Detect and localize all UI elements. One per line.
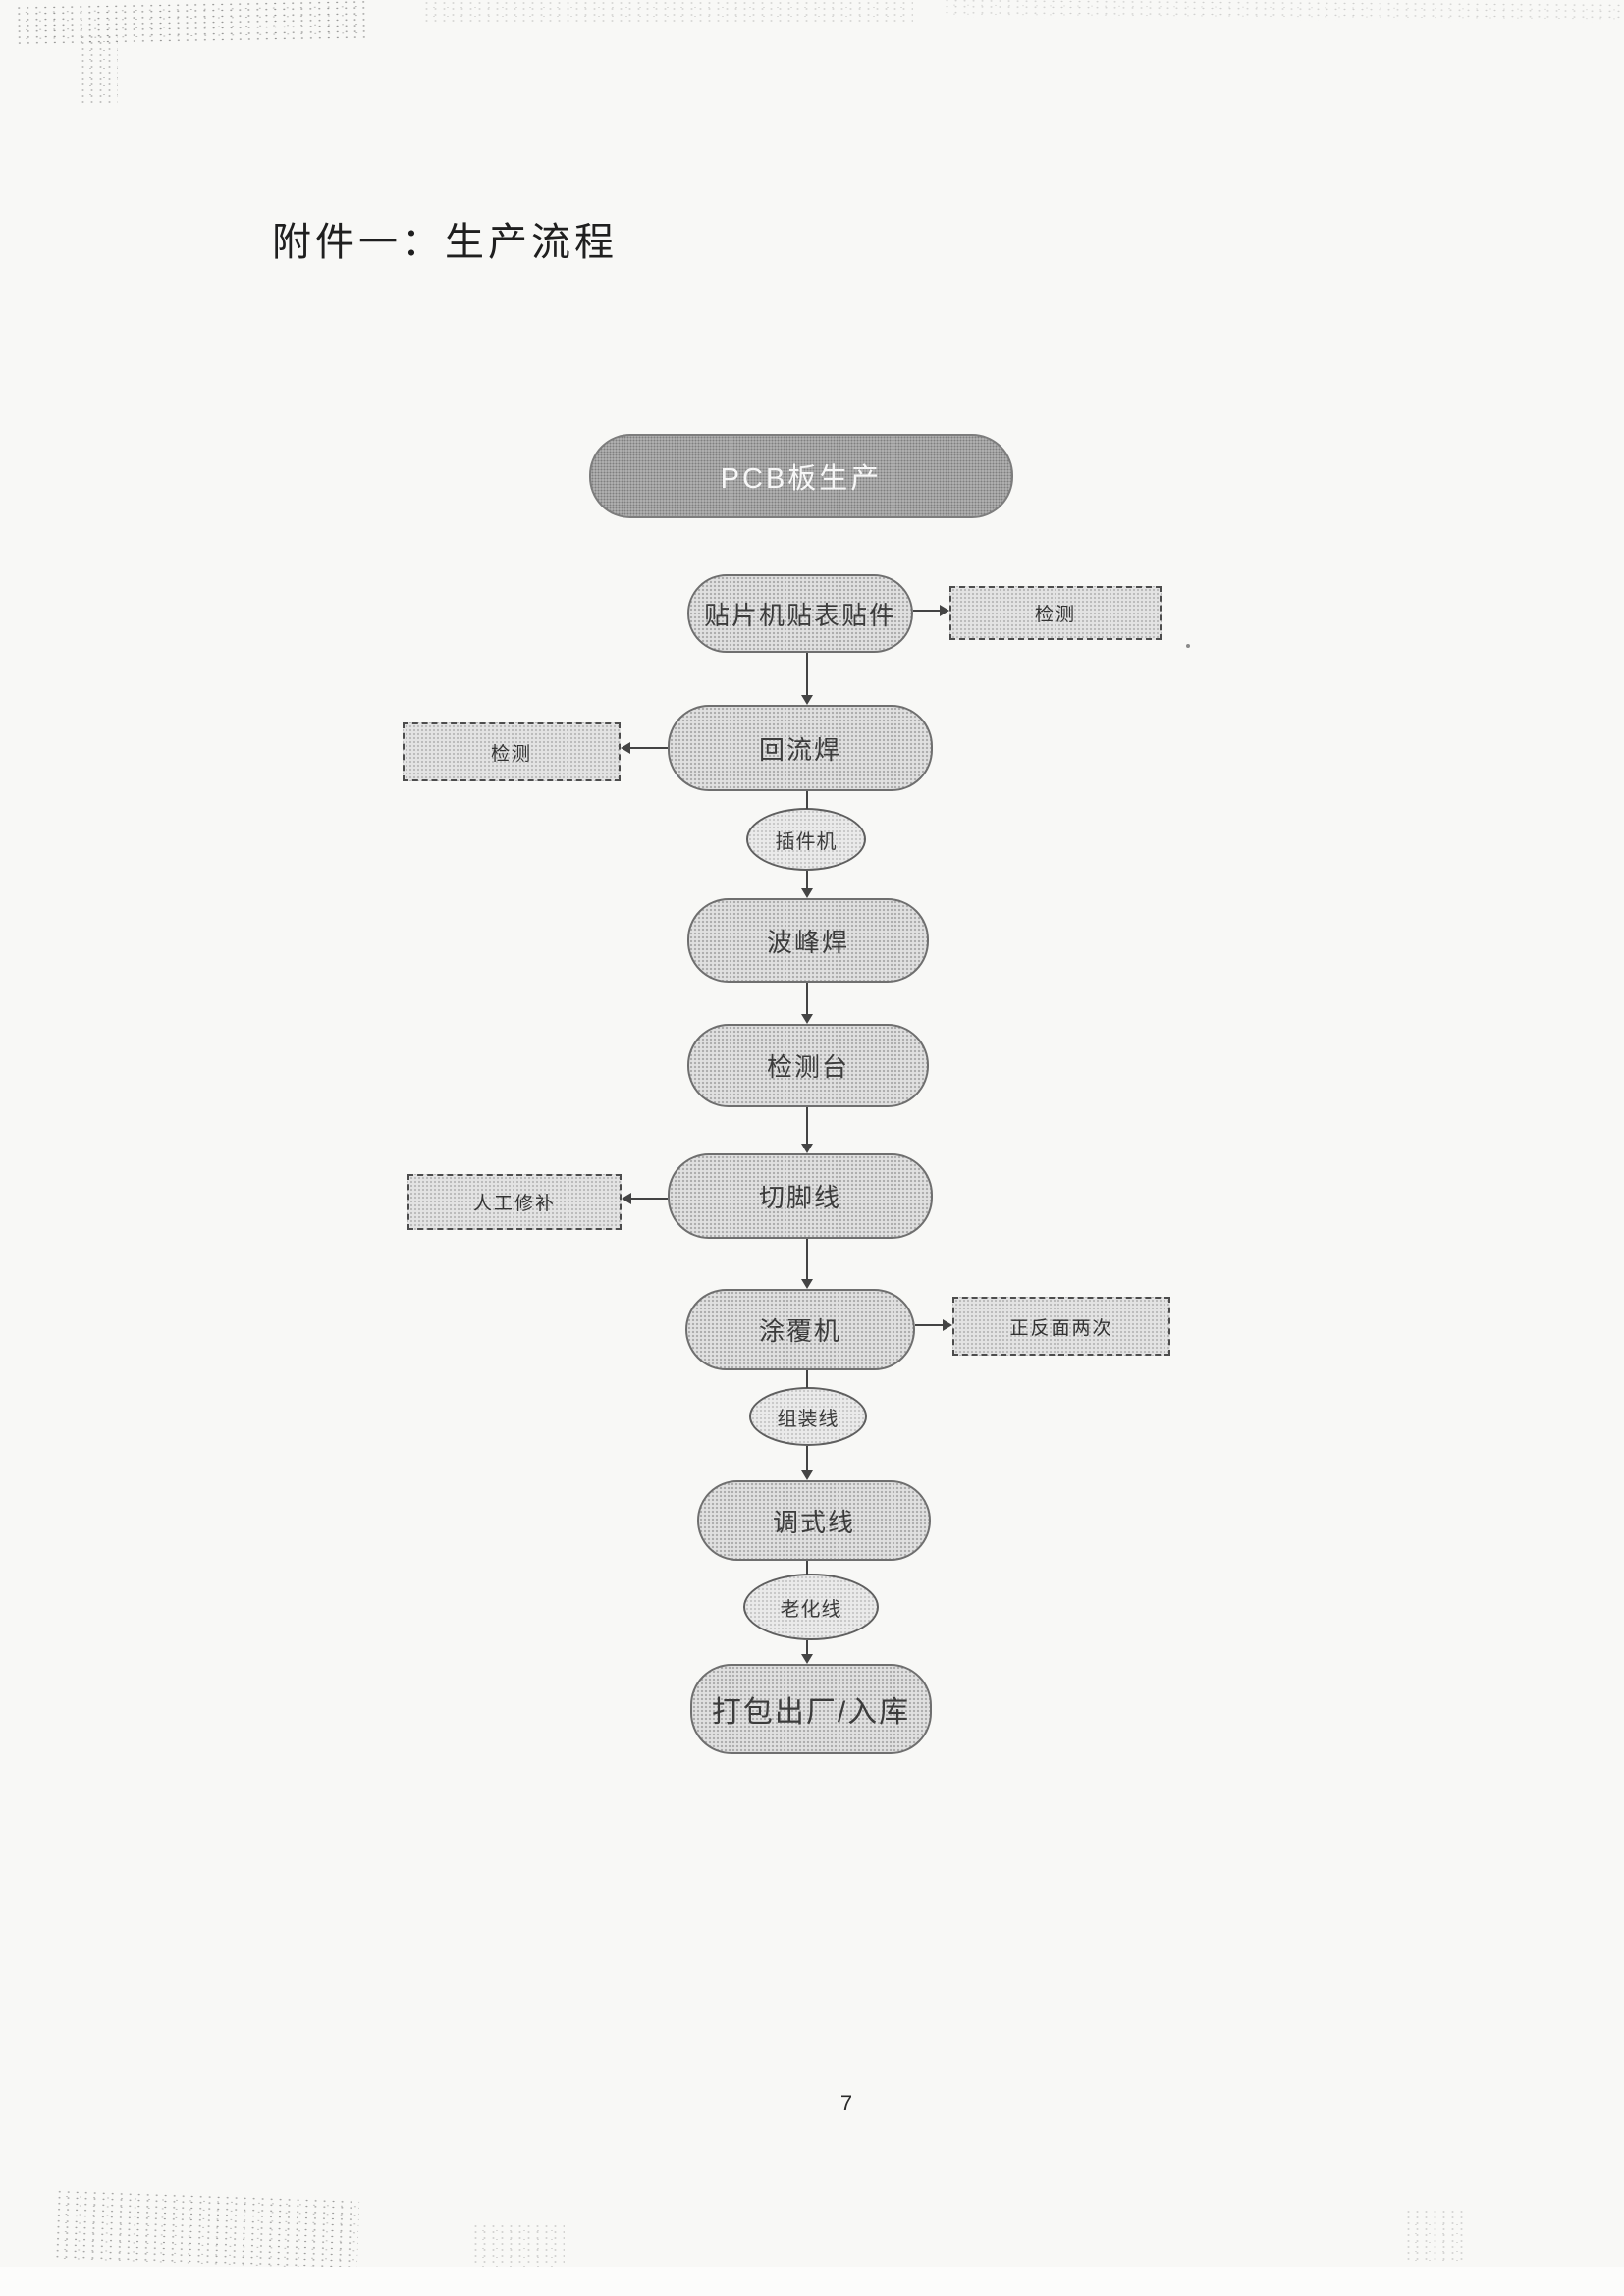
node-packing-shipment: 打包出厂/入库 xyxy=(690,1664,932,1754)
arrow-inspection-to-lead-cutting xyxy=(801,1107,813,1153)
arrow-lead-cutting-to-coating xyxy=(801,1239,813,1289)
arrow-smt-to-inspection-top xyxy=(913,605,949,616)
document-title: 附件一：生产流程 xyxy=(272,220,618,264)
dashed-box-manual-repair: 人工修补 xyxy=(407,1174,622,1230)
arrow-aging-to-packing xyxy=(801,1640,813,1664)
line-reflow-to-insertion xyxy=(806,791,808,809)
node-coating-machine: 涂覆机 xyxy=(685,1289,915,1370)
node-reflow-soldering: 回流焊 xyxy=(668,705,933,791)
dashed-box-inspection-top: 检测 xyxy=(949,586,1162,640)
node-wave-soldering: 波峰焊 xyxy=(687,898,929,983)
page-number: 7 xyxy=(839,2091,853,2115)
node-lead-cutting-line: 切脚线 xyxy=(668,1153,933,1239)
scan-noise-bottom-right xyxy=(1404,2209,1463,2263)
scan-noise-top-left xyxy=(14,0,369,45)
arrow-assembly-to-debugging xyxy=(801,1446,813,1480)
scanner-edge-strip xyxy=(0,2267,1624,2296)
scan-noise-top-right xyxy=(942,0,1621,23)
line-debugging-to-aging xyxy=(806,1561,808,1575)
node-inspection-station: 检测台 xyxy=(687,1024,929,1107)
node-debugging-line: 调式线 xyxy=(697,1480,931,1561)
scan-noise-bottom-mid xyxy=(471,2223,565,2268)
ellipse-insertion-machine: 插件机 xyxy=(746,808,866,871)
dashed-box-double-sided: 正反面两次 xyxy=(952,1297,1170,1356)
ellipse-assembly-line: 组装线 xyxy=(749,1387,867,1446)
arrow-smt-to-reflow xyxy=(801,653,813,705)
scan-noise-bottom-left xyxy=(52,2188,360,2270)
arrow-reflow-to-inspection-left xyxy=(621,742,668,754)
arrow-insertion-to-wave xyxy=(801,871,813,898)
scan-noise-top-mid xyxy=(422,0,913,22)
arrow-lead-cutting-to-manual-repair xyxy=(622,1193,668,1204)
arrow-wave-to-inspection-station xyxy=(801,983,813,1024)
ellipse-aging-line: 老化线 xyxy=(743,1574,879,1640)
node-pcb-production: PCB板生产 xyxy=(589,434,1013,518)
dashed-box-inspection-left: 检测 xyxy=(403,722,621,781)
arrow-coating-to-double-sided xyxy=(915,1319,952,1331)
scan-noise-smudge xyxy=(79,34,118,103)
node-smt-placement: 贴片机贴表贴件 xyxy=(687,574,913,653)
scan-speck xyxy=(1186,644,1190,648)
line-coating-to-assembly xyxy=(806,1370,808,1388)
